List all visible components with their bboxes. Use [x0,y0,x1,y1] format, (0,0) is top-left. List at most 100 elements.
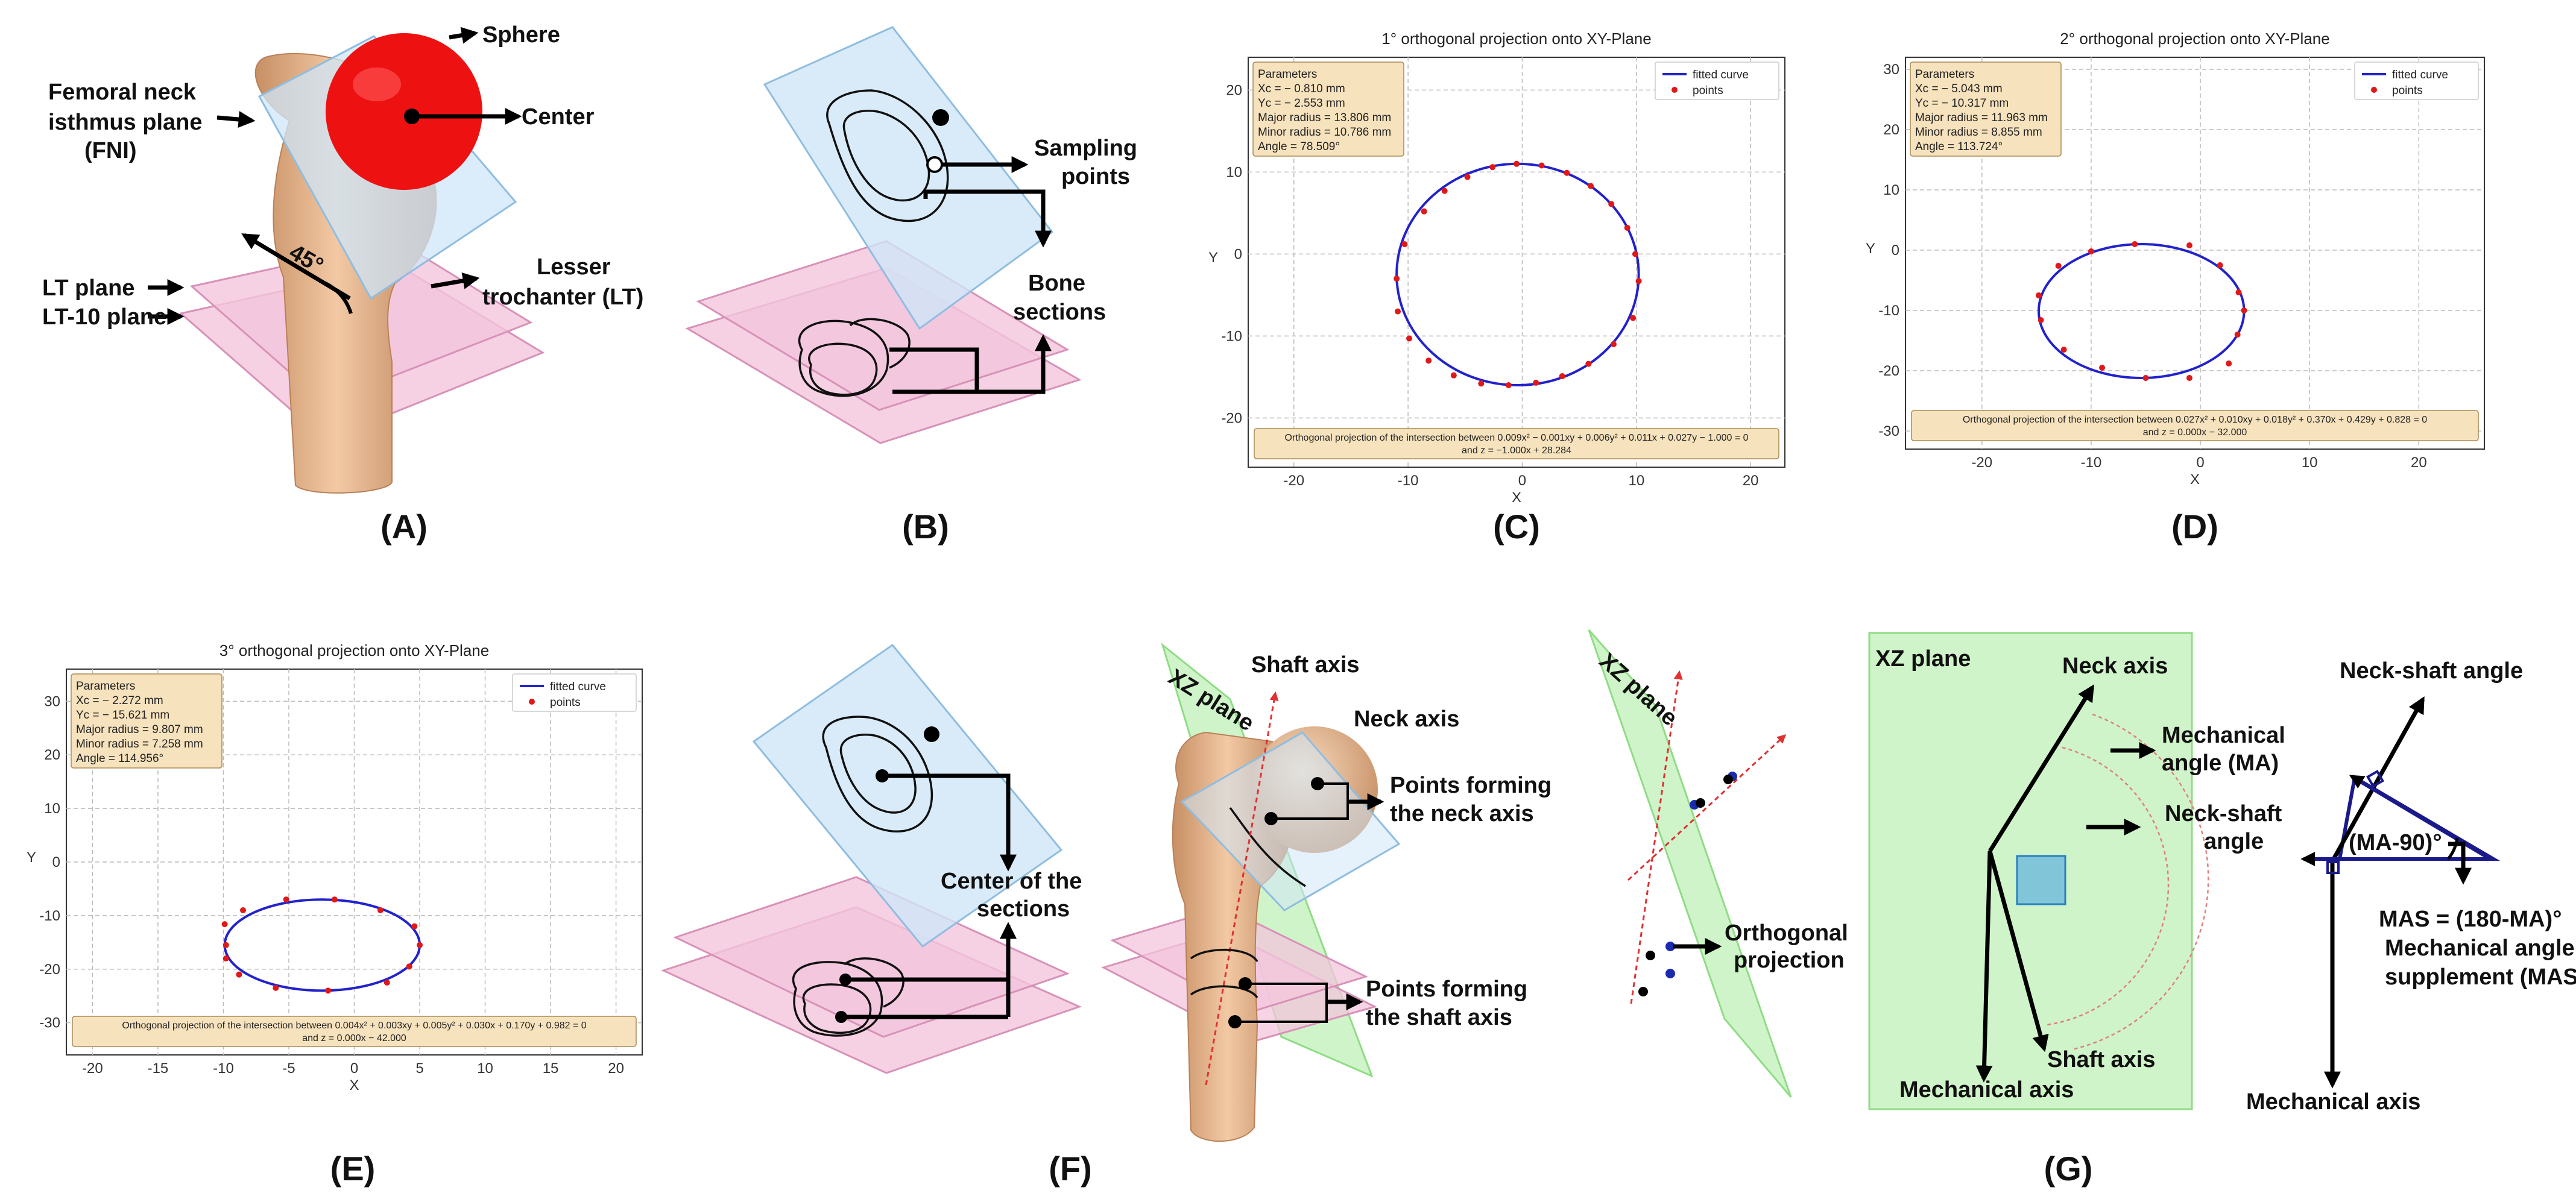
parameter-text: Xc = − 0.810 mm [1258,83,1345,95]
equation-text: and z = 0.000x − 32.000 [2143,427,2247,438]
data-point [1450,372,1457,379]
parameter-text: Yc = − 10.317 mm [1915,97,2009,110]
y-tick-label: 30 [1883,61,1899,78]
schematic-arc [2447,837,2459,860]
panel-e-label: (E) [330,1150,376,1188]
sphere-center-dot [404,109,420,124]
data-point [283,896,289,903]
parameter-text: Parameters [76,680,135,693]
y-tick-label: -30 [39,1015,60,1031]
f-fni-plane [752,643,1063,948]
chart-d: 2° orthogonal projection onto XY-Plane-2… [1866,30,2485,546]
center-label: Center [522,104,595,130]
bone-section-arrow-upper [923,189,1052,248]
data-point [1394,275,1400,282]
data-point [236,971,242,978]
x-tick-label: 0 [2196,455,2204,471]
data-point [1425,357,1432,364]
y-tick-label: 10 [44,801,60,817]
neck-axis-label-f: Neck axis [1354,706,1459,732]
y-axis-label: Y [1866,241,1875,257]
x-tick-label: -10 [1398,473,1419,489]
legend-fitted-curve: fitted curve [550,681,606,693]
bone-sections-label-2: sections [1013,300,1106,325]
shaft-contour-2 [808,342,878,396]
parameter-text: Major radius = 9.807 mm [76,723,203,736]
data-point [1489,164,1496,171]
legend-box [1655,61,1779,100]
g-neck-axis [1988,684,2094,852]
legend-points: points [550,696,581,709]
f-shaft-point-2 [1228,1015,1242,1028]
x-tick-label: -20 [1971,455,1992,471]
parameter-text: Angle = 113.724° [1915,140,2003,153]
data-point [221,921,228,928]
y-tick-label: -30 [1878,423,1899,439]
orthogonal-label-1: Orthogonal [1725,920,1848,946]
mas-label-1: MAS = (180-MA)° [2379,907,2562,932]
projection-shaft-line [1630,670,1683,1004]
parameter-text: Minor radius = 8.855 mm [1915,126,2042,139]
sphere-arrow [449,27,479,44]
data-point [1635,278,1642,285]
legend-box [512,673,637,712]
y-tick-label: -10 [39,908,60,924]
right-angle-1 [2366,769,2385,788]
data-point [325,987,332,994]
projection-neck-line [1627,734,1787,881]
y-tick-label: 30 [44,693,60,710]
x-tick-label: -20 [82,1060,103,1077]
data-point [2234,332,2241,338]
y-tick-label: 20 [1883,122,1899,138]
data-point [2186,375,2192,381]
angle-arc [324,282,353,314]
center-sections-label-2: sections [977,896,1070,922]
proj-point-5 [1646,951,1655,960]
data-point [240,907,247,913]
data-point [2217,262,2223,268]
f-fni-plane-small [1180,731,1401,911]
parameter-text: Major radius = 11.963 mm [1915,112,2048,124]
x-tick-label: 0 [350,1060,358,1077]
bone-sections-label-1: Bone [1028,271,1085,296]
center-sections-label-1: Center of the [941,869,1082,894]
g-shaft-axis-label: Shaft axis [2047,1047,2156,1072]
x-tick-label: 0 [1518,473,1526,489]
equation-text: and z = 0.000x − 42.000 [302,1033,406,1043]
parameter-text: Major radius = 13.806 mm [1258,112,1391,124]
sampling-label-2: points [1061,164,1130,189]
mas-label-3: supplement (MAS) [2385,964,2576,990]
panel-g-schematic: Neck-shaft angle (MA-90)° MAS = (180-MA)… [2246,658,2576,1115]
lesser-trochanter-arrow [431,272,480,289]
f-dot-top [924,726,939,742]
panel-a-label: (A) [380,508,428,546]
data-point [406,963,412,970]
y-axis-label: Y [1208,250,1218,266]
f-center-dot [876,769,889,782]
legend-point [2371,87,2377,93]
y-tick-label: -20 [1221,410,1242,426]
f-arrow-top [886,773,1017,872]
f-shaft-contour-1 [792,961,883,1037]
shaft-contour-3 [849,318,911,369]
data-point [2235,289,2242,295]
y-tick-label: -10 [1878,303,1899,319]
schematic-hyp-arrow [2349,775,2492,861]
fni-label-1: Femoral neck [48,80,197,105]
y-tick-label: 20 [44,747,60,763]
x-tick-label: 10 [1628,473,1644,489]
parameters-box [1252,61,1404,157]
data-point [1406,335,1412,342]
x-axis-label: X [2190,471,2200,488]
f-neck-contour [1229,807,1306,887]
f-upper-plane [673,876,1070,1038]
parameter-text: Xc = − 2.272 mm [76,694,163,707]
chart-title: 1° orthogonal projection onto XY-Plane [1381,30,1651,48]
data-point [1505,382,1512,388]
panel-a: Sphere Center Femoral neck isthmus plane… [42,22,643,546]
x-tick-label: 5 [415,1060,423,1077]
x-tick-label: -20 [1283,473,1304,489]
panel-g: XZ plane Neck axis Mechanical angle (MA)… [1868,632,2285,1188]
x-axis-label: X [1512,489,1521,506]
